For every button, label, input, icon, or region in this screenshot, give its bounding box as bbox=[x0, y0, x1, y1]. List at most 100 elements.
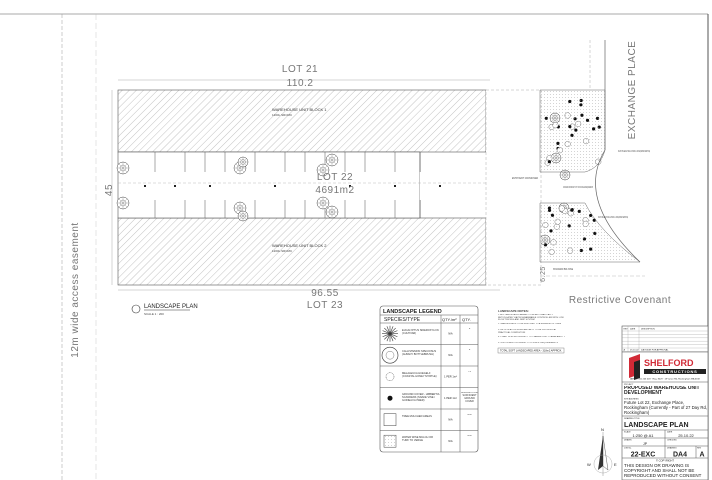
note-item: 1. ALL LANDSCAPED AREAS TO BE AUTOMATICA… bbox=[498, 314, 564, 321]
callout-2: CONCRETE CROSSOVER TO CITY OF ROCKINGHAM… bbox=[563, 185, 593, 189]
parking-area bbox=[485, 89, 542, 286]
rev-row-date: 25.10.22 bbox=[630, 350, 639, 352]
shrub-icon bbox=[385, 372, 395, 381]
copyright-label: © COPYRIGHT bbox=[656, 459, 674, 463]
gravel-area-icon bbox=[383, 434, 397, 448]
lot-21-label: LOT 21 bbox=[282, 64, 318, 75]
central-yard bbox=[117, 151, 421, 219]
callout-crossover: ENTRY/EXIT CROSSOVER bbox=[512, 176, 539, 180]
notes-total: TOTAL SOFT LANDSCAPED AREA - 318m2 APPRO… bbox=[500, 350, 562, 353]
legend-qty: N/A bbox=[467, 413, 472, 416]
legend-species-name: MELALEUCA HUEGELII (COASTAL HONEY MYRTLE… bbox=[402, 371, 437, 378]
cul-de-sac-kerb bbox=[595, 40, 641, 263]
dim-left: 45 bbox=[104, 184, 115, 196]
legend-species-name: EUCALYPTUS SIDEROXYLON (CULTIVAR) bbox=[402, 328, 439, 335]
shelford-logo: SHELFORD CONSTRUCTIONS bbox=[629, 354, 706, 380]
drawn-label: DRAWN bbox=[624, 439, 632, 442]
legend-qty-m2: N/A bbox=[448, 353, 453, 357]
tree-icon bbox=[316, 196, 330, 210]
brand-name: SHELFORD bbox=[644, 358, 694, 368]
large-tree-icon bbox=[382, 325, 398, 342]
easement-label: 12m wide access easement bbox=[70, 222, 81, 357]
callout-1: PLANT MIN HEIGHT 300mm WITHIN 1m ZONE (W… bbox=[618, 149, 650, 153]
bollard-marker bbox=[349, 185, 351, 187]
site-address: Future Lot 22, Exchange Place, Rockingha… bbox=[624, 400, 708, 415]
drawing-title: LANDSCAPE PLAN bbox=[624, 422, 689, 429]
notes-title: LANDSCAPE NOTES: bbox=[498, 309, 529, 313]
legend-qty: 8 bbox=[468, 349, 471, 352]
legend-header-species: SPECIES/TYPE bbox=[384, 317, 421, 323]
dim-right: 6.25 bbox=[540, 266, 547, 282]
site-label: SITE ADDRESS bbox=[624, 398, 639, 401]
plan-scale: SCALE 1 : 200 bbox=[144, 312, 164, 316]
note-text: 2. GARDEN BEDS TO BE MULCHED TO A MINIMU… bbox=[498, 322, 562, 325]
note-item: 5. SOFTSCAPE ON VERGE TO COUNCIL REQUIRE… bbox=[498, 342, 559, 344]
groundcover-icon bbox=[387, 395, 393, 401]
legend-header-qtym2: QTY./m² bbox=[442, 317, 457, 322]
drawing-number-label: DRAWING bbox=[667, 447, 677, 450]
note-text: 4. PLANT SPECIES SUBJECT TO CHANGE DUE T… bbox=[498, 335, 565, 338]
legend-row: WATER WISE MULCH OR TURF TO VERGE N/A N/A bbox=[383, 434, 472, 448]
drawn-value: JP bbox=[643, 442, 648, 446]
callout-3: PLANT MIN HEIGHT 300mm WITHIN 1m ZONE (W… bbox=[598, 215, 628, 219]
job-number: 22-EXC bbox=[631, 452, 656, 459]
legend-qty: ENOUGH FOR SUFFICIENT GROUND COVER bbox=[461, 392, 478, 403]
note-text: 1. ALL LANDSCAPED AREAS TO BE AUTOMATICA… bbox=[498, 314, 564, 321]
bollard-marker bbox=[274, 185, 276, 187]
company-address: ABN 17 161 246 049 · Reg. 8429 · 18 Vanc… bbox=[630, 378, 700, 381]
area-label: 4691m2 bbox=[315, 185, 354, 196]
legend-row: EUCALYPTUS SIDEROXYLON (CULTIVAR)N/A8 bbox=[382, 325, 470, 342]
legend-species-name: TREE MULCHED AREAS bbox=[402, 414, 432, 418]
legend-qty: 74 bbox=[468, 370, 471, 373]
brand-sub: CONSTRUCTIONS bbox=[652, 369, 697, 374]
title-block: REV DATE DESCRIPTION A 25.10.22 DA ISSUE… bbox=[621, 325, 709, 480]
east-label: E bbox=[614, 462, 617, 467]
legend-species-name: GROUND COVER - HIBBERTIA SCANDENS (SNAKE… bbox=[402, 393, 440, 403]
scale-label: SCALE bbox=[624, 431, 631, 434]
plan-marker-icon bbox=[131, 304, 141, 314]
legend-row: TREE MULCHED AREAS N/A N/A bbox=[383, 413, 472, 426]
revision: A bbox=[699, 452, 704, 459]
bollard-marker bbox=[394, 185, 396, 187]
legend-row: GROUND COVER - HIBBERTIA SCANDENS (SNAKE… bbox=[387, 392, 478, 403]
drawing-title-label: DRAWING TITLE bbox=[624, 417, 640, 420]
legend-qty-m2: N/A bbox=[448, 439, 453, 443]
block-2-name: WAREHOUSE UNIT BLOCK 2 bbox=[272, 243, 327, 248]
legend-title: LANDSCAPE LEGEND bbox=[383, 309, 442, 315]
rev-label: REV bbox=[697, 448, 702, 450]
tree-icon bbox=[116, 161, 130, 175]
legend-qty-m2: N/A bbox=[448, 418, 453, 422]
block-2-area: 1200L.SRCMC bbox=[272, 249, 293, 253]
drawing-number: DA4 bbox=[673, 452, 687, 459]
north-label: N bbox=[601, 427, 604, 432]
landscape-legend: LANDSCAPE LEGEND SPECIES/TYPE QTY./m² QT… bbox=[379, 305, 479, 453]
date-value: 25.10.22 bbox=[678, 433, 694, 438]
covenant-label: Restrictive Covenant bbox=[569, 295, 671, 306]
legend-species-name: CALLISTEMON SPECIOSUS (ALBANY BOTTLEBRUS… bbox=[402, 350, 437, 357]
rev-header-date: DATE bbox=[630, 328, 636, 331]
legend-row: MELALEUCA HUEGELII (COASTAL HONEY MYRTLE… bbox=[385, 370, 471, 381]
tree-icon bbox=[325, 205, 339, 219]
legend-header-qty: QTY. bbox=[462, 317, 471, 322]
plan-title: LANDSCAPE PLAN bbox=[144, 304, 198, 310]
landscape-bed-north bbox=[539, 89, 606, 173]
street-label: EXCHANGE PLACE bbox=[627, 41, 638, 140]
legend-qty: N/A bbox=[467, 435, 472, 438]
west-label: W bbox=[587, 462, 591, 467]
lot-23-label: LOT 23 bbox=[307, 300, 343, 311]
dim-top: 110.2 bbox=[287, 78, 314, 89]
landscape-notes: LANDSCAPE NOTES: 1. ALL LANDSCAPED AREAS… bbox=[497, 309, 565, 354]
warehouse-block-2 bbox=[117, 217, 487, 286]
legend-species-name: WATER WISE MULCH OR TURF TO VERGE bbox=[402, 436, 433, 443]
driveway bbox=[420, 172, 486, 200]
lot-22-label: LOT 22 bbox=[317, 172, 353, 183]
note-item: 2. GARDEN BEDS TO BE MULCHED TO A MINIMU… bbox=[498, 322, 562, 325]
legend-qty-m2: 1 PER 1m² bbox=[444, 375, 457, 379]
north-arrow: N E W bbox=[587, 427, 617, 476]
scale-value: 1:250 @ A1 bbox=[633, 433, 655, 438]
rev-row-desc: DA ISSUE FOR APPROVAL bbox=[641, 349, 669, 352]
note-text: 5. SOFTSCAPE ON VERGE TO COUNCIL REQUIRE… bbox=[498, 342, 559, 344]
disclaimer: THIS DESIGN OR DRAWING IS COPYRIGHT AND … bbox=[624, 462, 702, 478]
dim-bottom: 96.55 bbox=[311, 288, 339, 299]
